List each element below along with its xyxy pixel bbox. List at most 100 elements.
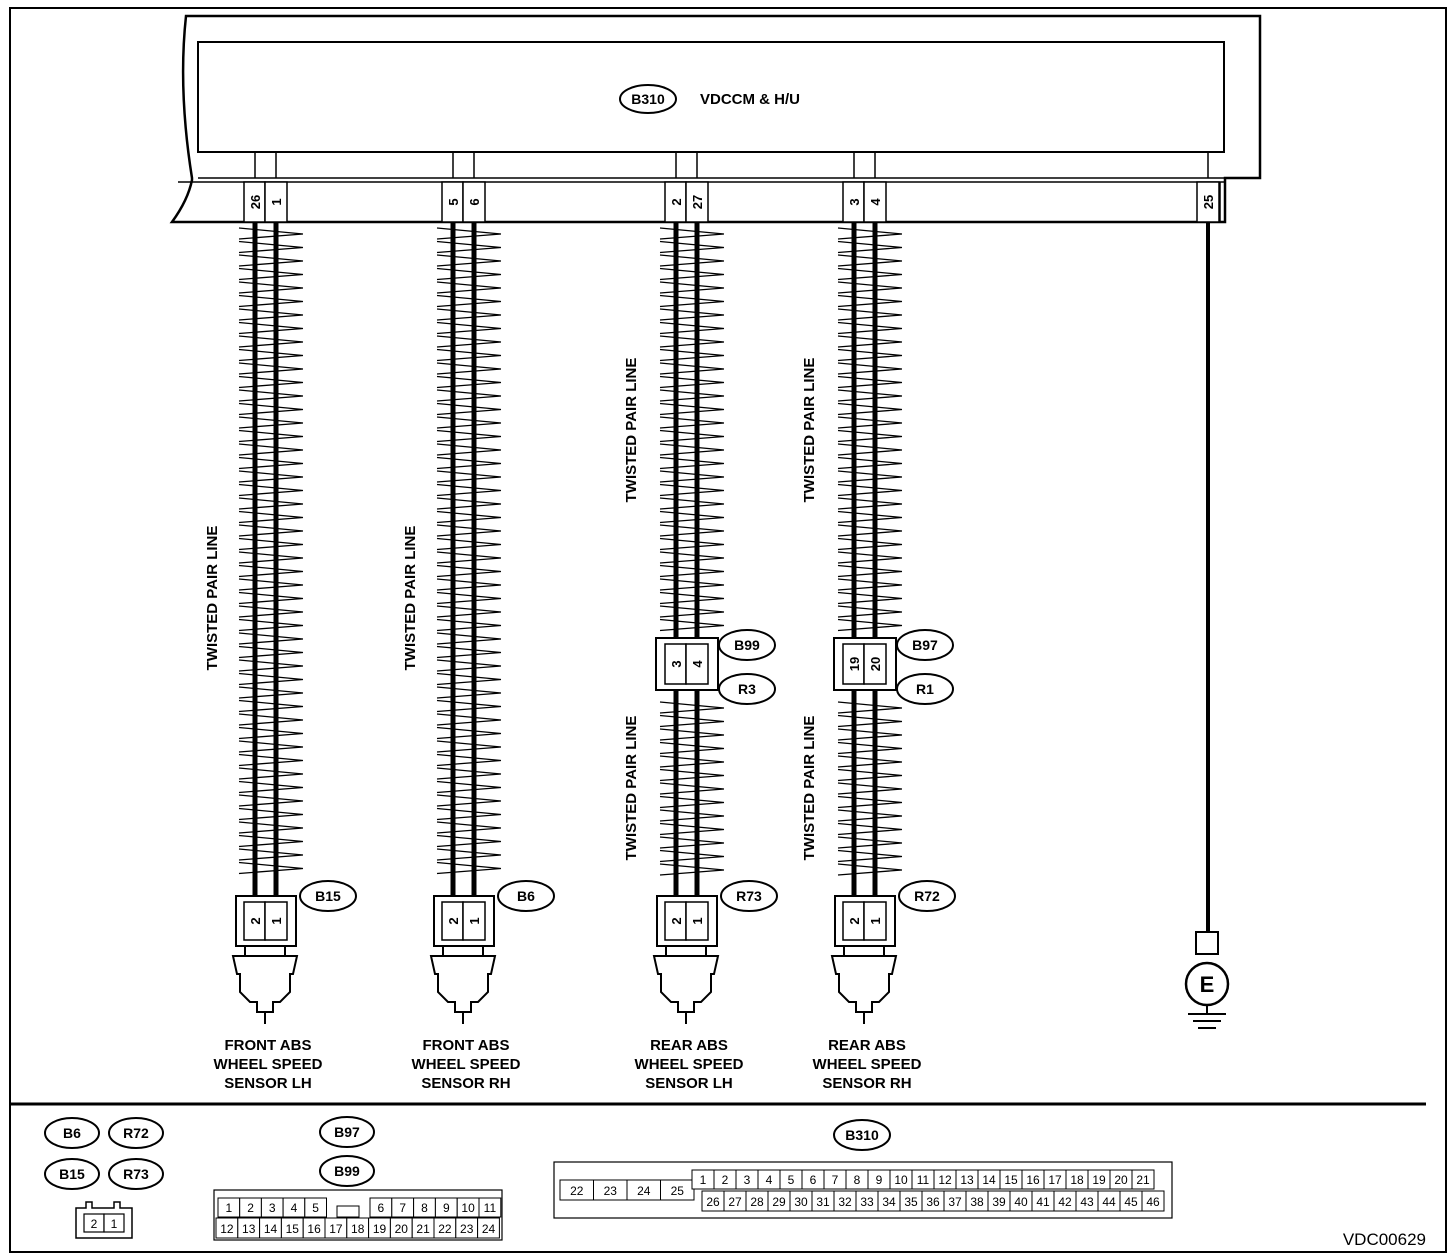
twisted-pair-label-lower: TWISTED PAIR LINE <box>801 716 818 861</box>
module-row-1-label: 3 <box>744 1173 751 1187</box>
legend-tag-b99: B99 <box>334 1163 360 1179</box>
joint-key-notch <box>336 1205 360 1218</box>
module-row-1-label: 5 <box>788 1173 795 1187</box>
module-row-2-label: 30 <box>794 1195 808 1209</box>
module-row-2-label: 38 <box>970 1195 984 1209</box>
joint-row-1-label: 1 <box>226 1201 233 1215</box>
module-row-2-label: 45 <box>1124 1195 1138 1209</box>
sensor-label-line: REAR ABS <box>828 1037 906 1054</box>
module-row-1-label: 9 <box>876 1173 883 1187</box>
legend-tag-b310: B310 <box>845 1127 879 1143</box>
sensor-pin: 2 <box>446 917 461 924</box>
sensor-connector-tag-oval <box>299 880 357 912</box>
twist <box>238 227 304 875</box>
module-row-2-label: 29 <box>772 1195 786 1209</box>
module-pin: 27 <box>690 195 705 209</box>
module-row-2-label: 39 <box>992 1195 1006 1209</box>
module-left-label: 22 <box>570 1184 584 1198</box>
sensor-label-line: WHEEL SPEED <box>813 1056 922 1073</box>
joint-row-1-label: 11 <box>484 1201 497 1215</box>
module-row-1-label: 6 <box>810 1173 817 1187</box>
joint-pin: 20 <box>868 657 883 671</box>
joint-row-1-cell <box>478 1197 502 1218</box>
module-row-1-label: 16 <box>1026 1173 1040 1187</box>
joint-row-1-label: 4 <box>291 1201 298 1215</box>
joint-row-2-label: 19 <box>373 1222 387 1236</box>
module-row-2-label: 35 <box>904 1195 918 1209</box>
module-row-1-label: 11 <box>917 1173 930 1187</box>
twist-lower <box>837 701 903 876</box>
module-row-1-label: 2 <box>722 1173 729 1187</box>
module-row-1-label: 7 <box>832 1173 839 1187</box>
sensor-label-line: FRONT ABS <box>225 1037 312 1054</box>
joint-upper-tag: B99 <box>734 637 760 653</box>
legend-tag-r73: R73 <box>123 1166 149 1182</box>
joint-lower-tag: R1 <box>916 681 934 697</box>
module-connector-id: B310 <box>631 91 665 107</box>
joint-row-1-label: 8 <box>421 1201 428 1215</box>
module-row-1-label: 1 <box>700 1173 707 1187</box>
joint-row-2-label: 15 <box>286 1222 300 1236</box>
module-row-2-label: 40 <box>1014 1195 1028 1209</box>
module-row-2-label: 34 <box>882 1195 896 1209</box>
legend-sensor-pin-1: 1 <box>111 1217 118 1231</box>
legend-tag-b6-oval <box>44 1117 100 1149</box>
sensor-connector-tag: R72 <box>914 888 940 904</box>
joint-pin-box <box>863 643 887 685</box>
ground-pin: 25 <box>1201 195 1216 209</box>
sensor-pin: 1 <box>690 917 705 924</box>
joint-row-1-label: 10 <box>461 1201 475 1215</box>
legend-tag-b15: B15 <box>59 1166 85 1182</box>
twisted-pair-label: TWISTED PAIR LINE <box>801 358 818 503</box>
joint-pin-box <box>685 643 709 685</box>
joint-pin: 3 <box>669 660 684 667</box>
sensor-connector-tag: B15 <box>315 888 341 904</box>
sensor-pin: 2 <box>847 917 862 924</box>
joint-row-1-label: 2 <box>247 1201 254 1215</box>
joint-row-2-label: 12 <box>220 1222 234 1236</box>
module-row-1-label: 21 <box>1136 1173 1150 1187</box>
module-left-label: 25 <box>671 1184 685 1198</box>
legend-tag-b6: B6 <box>63 1125 81 1141</box>
joint-row-2-label: 18 <box>351 1222 365 1236</box>
legend-sensor-pin-2: 2 <box>91 1217 98 1231</box>
module-left-label: 23 <box>604 1184 618 1198</box>
legend-module-outline <box>553 1161 1173 1219</box>
twist-upper <box>659 227 725 632</box>
joint-row-2-label: 17 <box>329 1222 343 1236</box>
module-name: VDCCM & H/U <box>700 91 800 108</box>
sensor-pin-box <box>685 901 709 941</box>
module-row-2-label: 32 <box>838 1195 852 1209</box>
sensor-pin: 2 <box>248 917 263 924</box>
joint-pin: 19 <box>847 657 862 671</box>
module-row-2-label: 27 <box>728 1195 742 1209</box>
module-pin: 2 <box>669 198 684 205</box>
sensor-label-line: SENSOR LH <box>645 1075 733 1092</box>
legend-tag-b310-oval <box>833 1119 891 1151</box>
twisted-pair-label: TWISTED PAIR LINE <box>623 358 640 503</box>
joint-row-1-label: 6 <box>378 1201 385 1215</box>
module-row-1-label: 4 <box>766 1173 773 1187</box>
module-pin: 6 <box>467 198 482 205</box>
sensor-label-line: SENSOR RH <box>822 1075 911 1092</box>
module-row-2-label: 26 <box>706 1195 720 1209</box>
joint-row-2-label: 21 <box>416 1222 430 1236</box>
sensor-label-line: SENSOR LH <box>224 1075 312 1092</box>
legend-tag-b15-oval <box>44 1158 100 1190</box>
joint-upper-tag: B97 <box>912 637 938 653</box>
sensor-pin-box <box>863 901 887 941</box>
joint-row-2-label: 23 <box>460 1222 474 1236</box>
joint-row-2-cell <box>477 1217 500 1239</box>
module-row-2-label: 36 <box>926 1195 940 1209</box>
sensor-pin: 2 <box>669 917 684 924</box>
module-row-1-label: 19 <box>1092 1173 1106 1187</box>
module-row-1-label: 15 <box>1004 1173 1018 1187</box>
joint-row-2-label: 22 <box>438 1222 452 1236</box>
sensor-connector-tag: B6 <box>517 888 535 904</box>
ground-terminal <box>1195 931 1219 955</box>
